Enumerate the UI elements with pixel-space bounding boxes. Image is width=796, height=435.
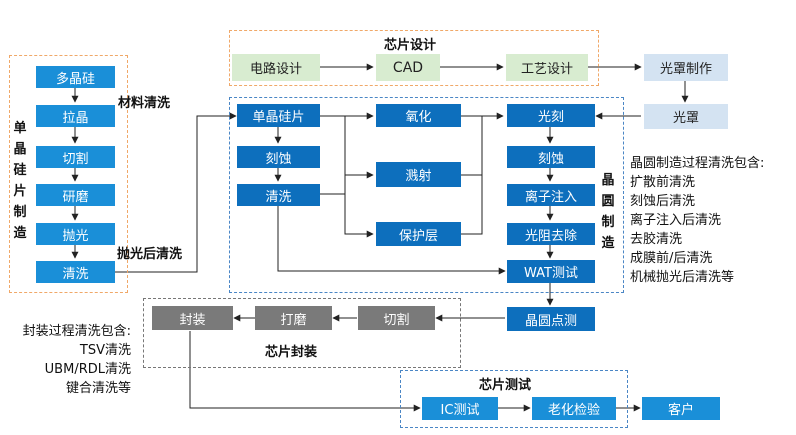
step-clean-wafer: 清洗 (237, 184, 320, 206)
step-wat-test: WAT测试 (507, 260, 595, 283)
step-circuit-design: 电路设计 (232, 54, 320, 81)
step-oxidation: 氧化 (376, 104, 461, 127)
packaging-label: 芯片封装 (265, 345, 318, 360)
step-cleaning: 清洗 (36, 261, 115, 283)
join-protect (461, 116, 483, 235)
arrow-material-to-wafer (115, 112, 237, 273)
step-mask-making: 光罩制作 (644, 54, 728, 81)
post-polish-cleaning-label: 抛光后清洗 (117, 247, 183, 262)
step-etch-1: 刻蚀 (237, 146, 320, 168)
step-resist-strip: 光阻去除 (507, 223, 595, 245)
packaging-note-title: 封装过程清洗包含: (22, 324, 131, 339)
step-etch-2: 刻蚀 (507, 146, 595, 168)
step-burn-in: 老化检验 (532, 397, 616, 420)
step-polysilicon: 多晶硅 (36, 66, 115, 88)
arrow-clean-to-wat (277, 206, 506, 275)
wafer-note-item: 扩散前清洗 (630, 175, 696, 190)
wafer-note-item: 机械抛光后清洗等 (630, 270, 735, 285)
wafer-note-item: 成膜前/后清洗 (630, 251, 713, 266)
step-ion-implant: 离子注入 (507, 184, 595, 206)
step-mask: 光罩 (644, 104, 728, 129)
step-slicing: 切割 (36, 146, 115, 168)
step-packaging: 封装 (152, 306, 233, 330)
packaging-cleaning-note: 封装过程清洗包含: TSV清洗 UBM/RDL清洗 键合清洗等 (0, 322, 131, 398)
wafer-cleaning-note: 晶圆制造过程清洗包含: 扩散前清洗 刻蚀后清洗 离子注入后清洗 去胶清洗 成膜前… (630, 154, 764, 287)
step-wafer: 单晶硅片 (237, 104, 320, 127)
step-protective-layer: 保护层 (376, 222, 461, 246)
material-zone (9, 55, 128, 293)
material-cleaning-label: 材料清洗 (118, 96, 171, 111)
step-dicing: 切割 (358, 306, 435, 330)
wafer-note-item: 刻蚀后清洗 (630, 194, 696, 209)
step-customer: 客户 (642, 397, 720, 420)
wafer-label: 晶圆制造 (601, 173, 615, 251)
step-sputtering: 溅射 (376, 162, 461, 187)
arrow-c1-protect (344, 175, 374, 238)
step-lithography: 光刻 (507, 104, 595, 127)
step-grind: 打磨 (255, 306, 332, 330)
packaging-note-item: TSV清洗 (79, 343, 131, 358)
testing-label: 芯片测试 (479, 378, 532, 393)
step-process-design: 工艺设计 (506, 54, 588, 81)
design-label: 芯片设计 (384, 38, 437, 53)
step-ic-test: IC测试 (422, 397, 498, 420)
material-label: 单晶硅片制造 (13, 121, 27, 241)
arrow-package-to-ictest (189, 331, 421, 412)
packaging-zone (143, 298, 461, 368)
design-zone (229, 30, 599, 86)
testing-zone (400, 370, 628, 428)
wafer-zone (229, 97, 624, 293)
step-crystal-pulling: 拉晶 (36, 105, 115, 127)
wafer-note-title: 晶圆制造过程清洗包含: (630, 156, 765, 171)
step-grinding: 研磨 (36, 184, 115, 206)
packaging-note-item: UBM/RDL清洗 (44, 362, 131, 377)
packaging-note-item: 键合清洗等 (65, 381, 131, 396)
step-cad: CAD (376, 54, 440, 81)
step-polishing: 抛光 (36, 223, 115, 245)
wafer-note-item: 去胶清洗 (630, 232, 683, 247)
wafer-note-item: 离子注入后清洗 (630, 213, 722, 228)
step-wafer-probe: 晶圆点测 (507, 307, 595, 331)
